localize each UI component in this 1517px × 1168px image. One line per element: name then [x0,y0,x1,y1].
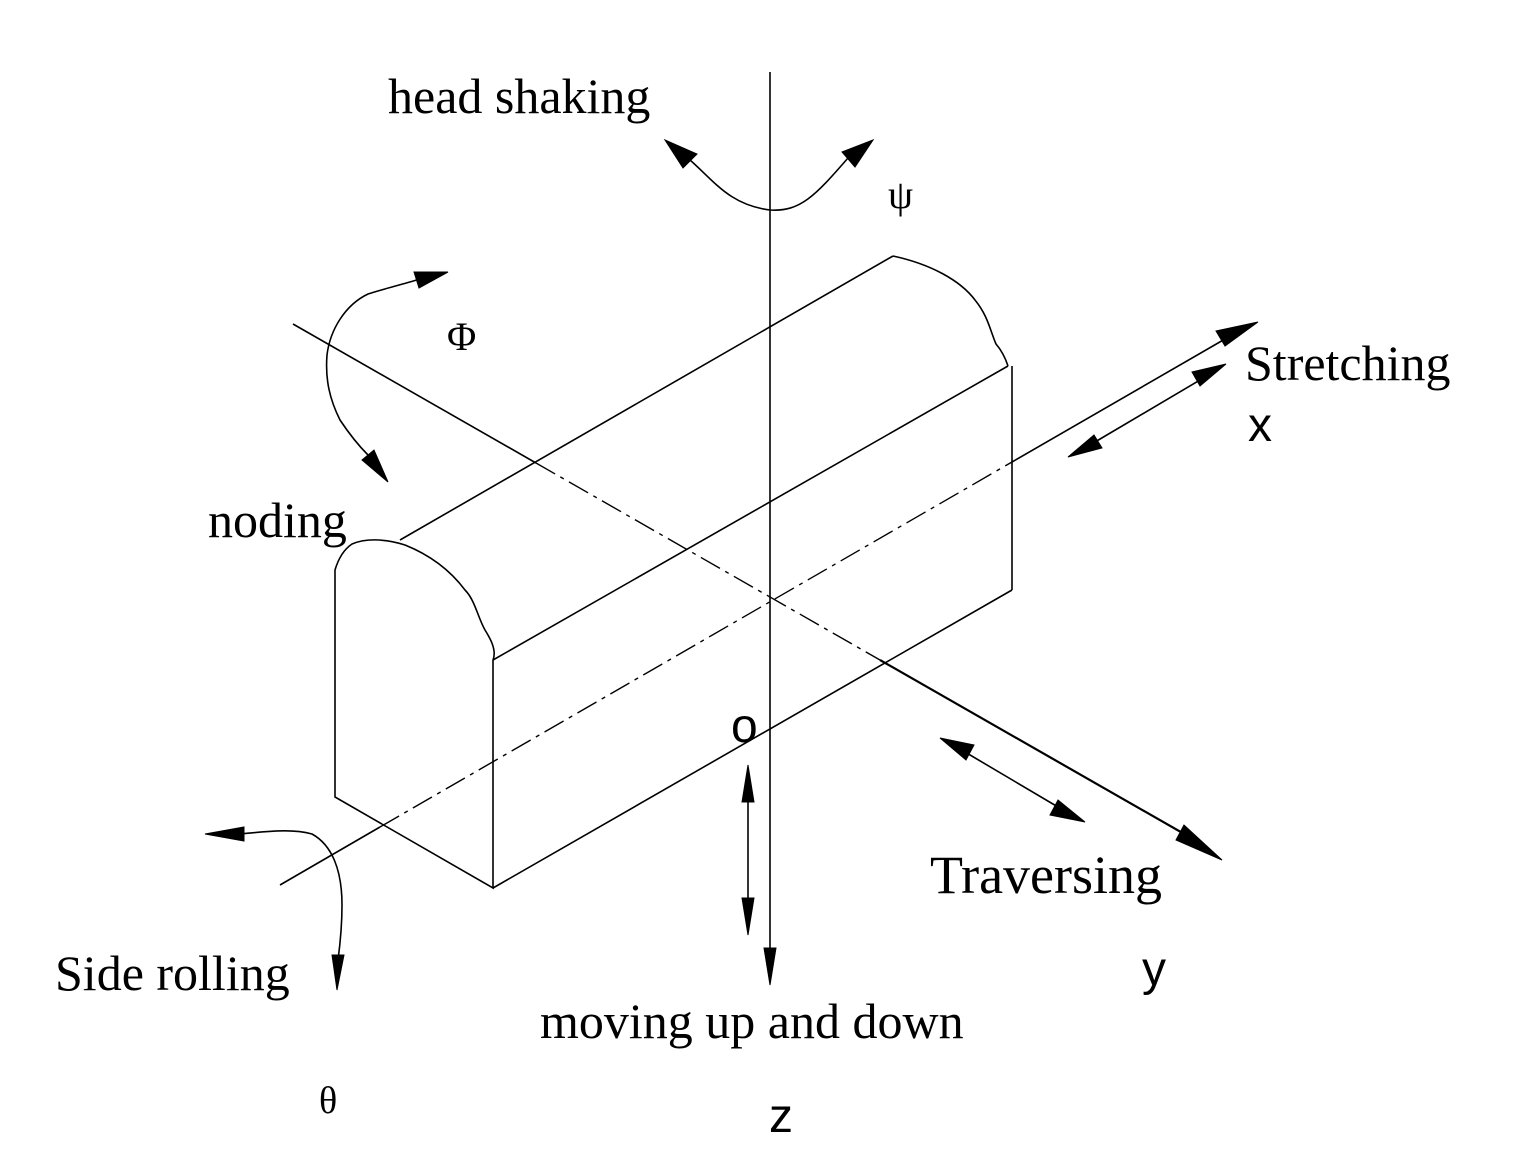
head-shaking-left-head [663,138,698,169]
side-rolling-down-head [331,954,345,991]
noding-label: noding [208,492,347,548]
x-axis-outer-left [279,826,381,886]
stretching-line [1094,379,1201,443]
head-shaking-right-head [841,138,875,168]
traversing-double-arrow [939,737,1086,823]
x-axis-arrowhead [1215,321,1259,347]
stretching-head-lower [1067,434,1103,458]
traversing-head-upper [939,737,975,761]
block-front-face [334,539,495,890]
y-axis-inside [535,462,881,661]
labels: head shaking ψ Φ noding Stretching x o T… [55,68,1451,1143]
traversing-label: Traversing [930,845,1162,905]
x-axis-inside [379,461,1013,828]
noding-bottom-head [361,449,389,483]
side-rolling-label: Side rolling [55,945,290,1001]
x-axis-outer-right [1011,338,1226,463]
head-shaking-curve [689,157,849,211]
axes [279,72,1259,986]
noding-arrow [325,271,449,483]
origin-label: o [731,700,758,753]
z-axis-label: z [769,1090,793,1143]
y-axis-label: y [1142,943,1166,996]
theta-label: θ [319,1080,337,1122]
side-rolling-left-head [204,826,245,842]
up-down-head-top [741,764,755,803]
side-rolling-arrow [204,826,345,991]
head-shaking-arrow [663,138,875,211]
y-axis-front [879,659,1201,844]
block-top-back-edge [399,255,894,541]
noding-curve [325,278,421,456]
z-axis-arrowhead [763,947,777,986]
up-down-head-bottom [741,897,755,936]
up-down-double-arrow [741,764,755,936]
traversing-head-lower [1049,799,1086,823]
block-bottom-edge [492,589,1013,889]
moving-up-down-label: moving up and down [540,993,964,1049]
side-rolling-curve [237,830,343,961]
stretching-label: Stretching [1245,335,1451,391]
stretching-head-upper [1191,363,1227,387]
stretching-double-arrow [1067,363,1227,458]
rail-block [334,255,1013,890]
phi-label: Φ [447,314,476,359]
y-axis-outer [292,323,537,464]
head-shaking-label: head shaking [388,68,650,124]
block-top-front-edge [492,365,1009,661]
y-axis-arrowhead [1175,824,1223,861]
block-back-profile [892,255,1009,367]
x-axis-label: x [1248,399,1272,452]
psi-label: ψ [888,172,913,217]
traversing-line [964,751,1059,808]
noding-top-head [413,271,449,289]
